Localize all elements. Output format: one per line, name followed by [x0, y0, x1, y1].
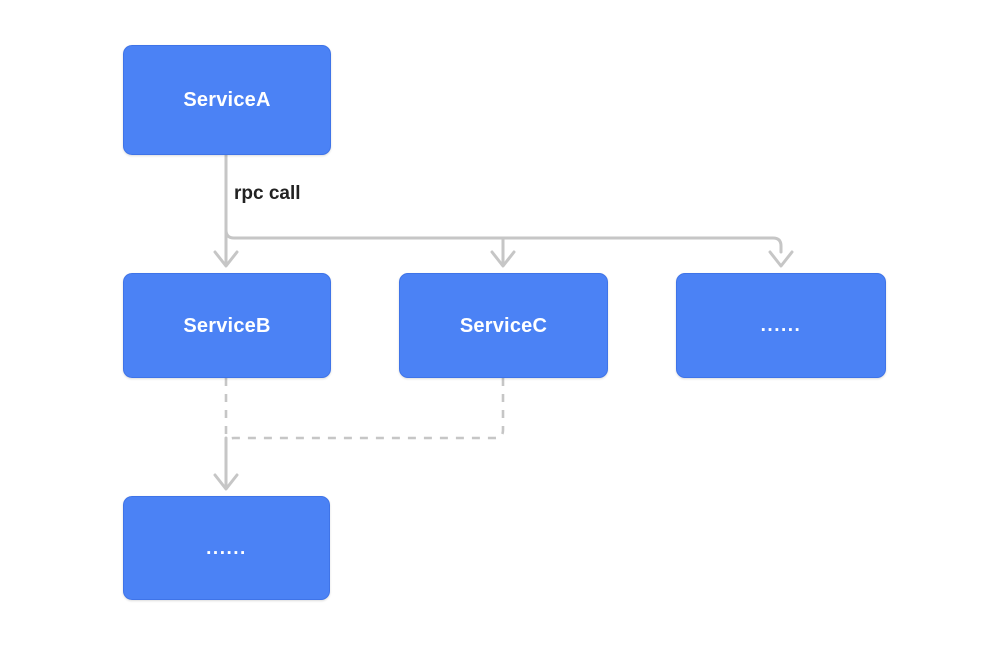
node-serviceC-label: ServiceC: [459, 314, 548, 337]
arrowhead-serviceC-icon: [490, 250, 516, 268]
edge-fanout-bus: [224, 228, 783, 254]
node-more-bottom[interactable]: ......: [123, 496, 330, 600]
node-more-bottom-label: ......: [206, 537, 247, 559]
arrowhead-more-bottom-icon: [213, 473, 239, 491]
node-serviceB-label: ServiceB: [183, 314, 271, 337]
node-serviceC[interactable]: ServiceC: [399, 273, 608, 378]
node-more-top-label: ......: [760, 315, 802, 336]
arrowhead-serviceB-icon: [213, 250, 239, 268]
node-serviceA-label: ServiceA: [183, 89, 271, 111]
edge-label-rpc-call: rpc call: [234, 183, 301, 204]
edge-serviceC-dashed: [224, 378, 505, 447]
arrowhead-more-top-icon: [768, 250, 794, 268]
node-more-top[interactable]: ......: [676, 273, 886, 378]
node-serviceA[interactable]: ServiceA: [123, 45, 331, 155]
node-serviceB[interactable]: ServiceB: [123, 273, 331, 378]
